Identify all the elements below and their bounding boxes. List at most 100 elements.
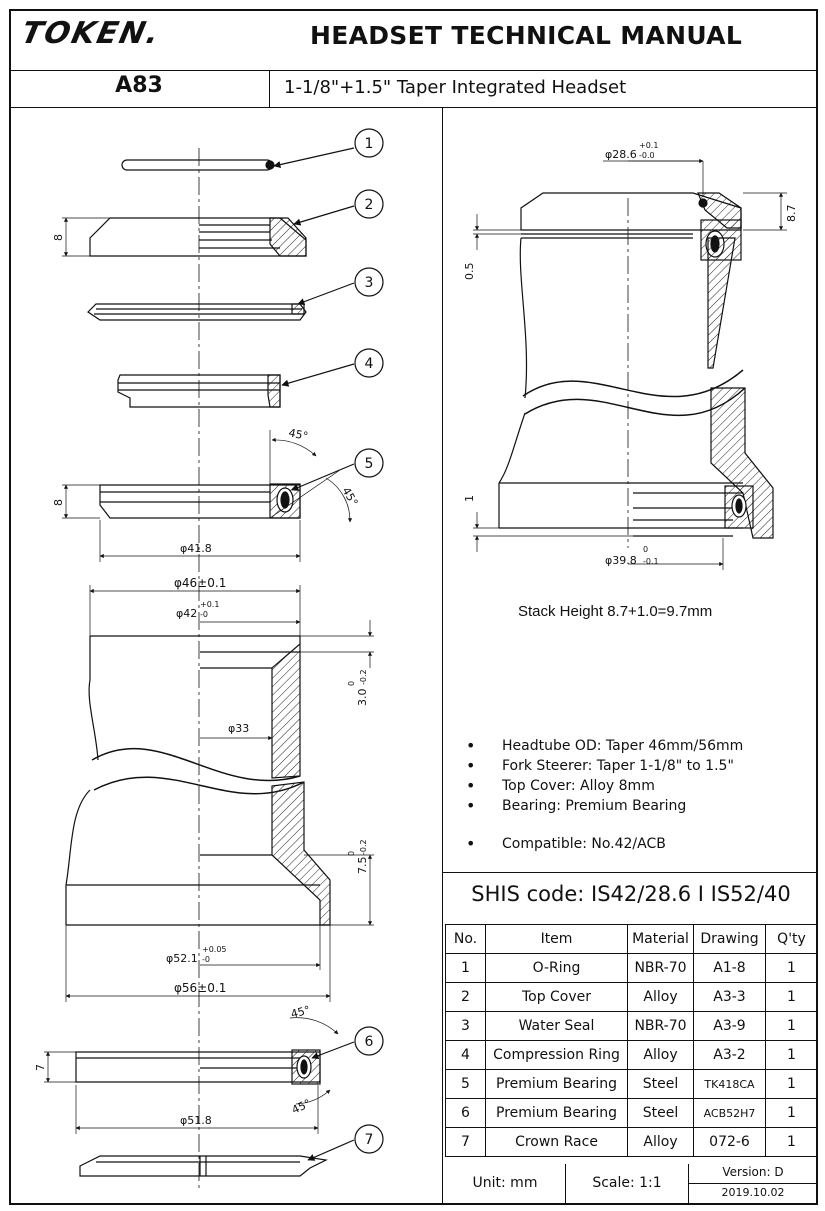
table-header-row: No. Item Material Drawing Q'ty (445, 924, 818, 954)
cell-no: 6 (445, 1098, 486, 1128)
spec-item: Top Cover: Alloy 8mm (466, 776, 743, 796)
dim-headtube-od: φ46±0.1 (174, 576, 226, 590)
header-drawing: Drawing (693, 924, 766, 954)
balloon-7 (354, 1124, 384, 1154)
cell-qty: 1 (765, 1098, 818, 1128)
balloon-label-3: 3 (365, 275, 374, 291)
dim-lower-bearing-angle-top: 45° (289, 1003, 311, 1021)
cell-qty: 1 (765, 982, 818, 1012)
cell-material: Steel (627, 1098, 694, 1128)
dim-inner-dia: φ33 (228, 722, 249, 735)
cell-drawing: 072-6 (693, 1127, 766, 1157)
cell-material: NBR-70 (627, 1011, 694, 1041)
dim-bearing-angle-top: 45° (287, 426, 309, 443)
cell-no: 3 (445, 1011, 486, 1041)
scale-label: Scale: 1:1 (592, 1175, 662, 1191)
balloon-label-2: 2 (365, 197, 374, 213)
dim-bearing-height: 8 (52, 499, 65, 506)
cell-material: Steel (627, 1069, 694, 1099)
dim-lower-bearing-id: φ51.8 (180, 1114, 212, 1127)
dim-crown-tol2: -0.1 (643, 557, 659, 566)
balloon-1 (354, 128, 384, 158)
title-divider (9, 70, 818, 71)
cell-item: Premium Bearing (485, 1069, 628, 1099)
cell-qty: 1 (765, 1127, 818, 1157)
cell-drawing: TK418CA (693, 1069, 766, 1099)
header-qty: Q'ty (765, 924, 818, 954)
cell-qty: 1 (765, 1011, 818, 1041)
dim-steerer-tol: +0.1 (639, 141, 658, 150)
assembly-section-drawing: φ28.6 +0.1 -0.0 8.7 0.5 1 φ39.8 0 -0.1 (463, 141, 798, 570)
exploded-view-drawing: 1 2 3 4 5 6 7 8 8 φ41.8 45° 45° φ46±0.1 … (34, 128, 384, 1190)
dim-bearing-angle-side: 45° (339, 485, 360, 508)
cell-no: 7 (445, 1127, 486, 1157)
spec-item: Fork Steerer: Taper 1-1/8" to 1.5" (466, 756, 743, 776)
cell-no: 4 (445, 1040, 486, 1070)
stack-height-note: Stack Height 8.7+1.0=9.7mm (518, 603, 713, 620)
dim-lower-od: φ56±0.1 (174, 981, 226, 995)
part-compression-ring (117, 374, 281, 408)
balloon-6 (354, 1026, 384, 1056)
balloon-3 (354, 267, 384, 297)
dim-stack-top: 8.7 (785, 205, 798, 223)
model-number: A83 (115, 73, 163, 98)
balloon-label-5: 5 (365, 456, 374, 472)
cell-item: Premium Bearing (485, 1098, 628, 1128)
cell-drawing: A1-8 (693, 953, 766, 983)
balloon-4 (354, 348, 384, 378)
cell-qty: 1 (765, 1069, 818, 1099)
header-material: Material (627, 924, 694, 954)
balloon-5 (354, 448, 384, 478)
cell-no: 5 (445, 1069, 486, 1099)
dim-upper-depth: 3.0 (356, 689, 369, 707)
dim-lower-bearing-height: 7 (34, 1064, 47, 1071)
part-top-cover (62, 217, 307, 257)
cell-drawing: ACB52H7 (693, 1098, 766, 1128)
dim-gap: 0.5 (463, 263, 476, 281)
cell-qty: 1 (765, 953, 818, 983)
dim-upper-depth-tol2: -0.2 (359, 669, 368, 685)
dim-upper-depth-tol: 0 (347, 681, 356, 686)
spec-item: Compatible: No.42/ACB (466, 834, 743, 854)
cell-drawing: A3-9 (693, 1011, 766, 1041)
part-o-ring (121, 159, 275, 171)
product-subtitle: 1-1/8"+1.5" Taper Integrated Headset (284, 77, 627, 98)
cell-drawing: A3-2 (693, 1040, 766, 1070)
header-no: No. (445, 924, 486, 954)
page-title: HEADSET TECHNICAL MANUAL (310, 21, 743, 50)
cell-item: Water Seal (485, 1011, 628, 1041)
balloon-label-6: 6 (365, 1034, 374, 1050)
cell-material: Alloy (627, 1040, 694, 1070)
cell-material: NBR-70 (627, 953, 694, 983)
part-lower-bearing (44, 1017, 339, 1134)
dim-upper-bore: φ42 (176, 607, 197, 620)
dim-crown-tol: 0 (643, 545, 648, 554)
footer-divider-1 (565, 1164, 566, 1205)
dim-crown-dia: φ39.8 (605, 554, 637, 567)
dim-lower-bore: φ52.1 (166, 952, 198, 965)
cell-item: Crown Race (485, 1127, 628, 1157)
dim-lower-bore-tol: +0.05 (202, 945, 227, 954)
headtube-section (65, 585, 374, 1002)
cell-item: O-Ring (485, 953, 628, 983)
balloon-label-4: 4 (365, 356, 374, 372)
cell-item: Top Cover (485, 982, 628, 1012)
cell-qty: 1 (765, 1040, 818, 1070)
version-label: Version: D (722, 1165, 784, 1179)
spec-item: Headtube OD: Taper 46mm/56mm (466, 736, 743, 756)
dim-top-cover-height: 8 (52, 234, 65, 241)
header-item: Item (485, 924, 628, 954)
dim-bearing-id: φ41.8 (180, 542, 212, 555)
part-water-seal (87, 303, 307, 321)
cell-no: 1 (445, 953, 486, 983)
spec-item: Bearing: Premium Bearing (466, 796, 743, 816)
shis-divider (442, 872, 818, 873)
